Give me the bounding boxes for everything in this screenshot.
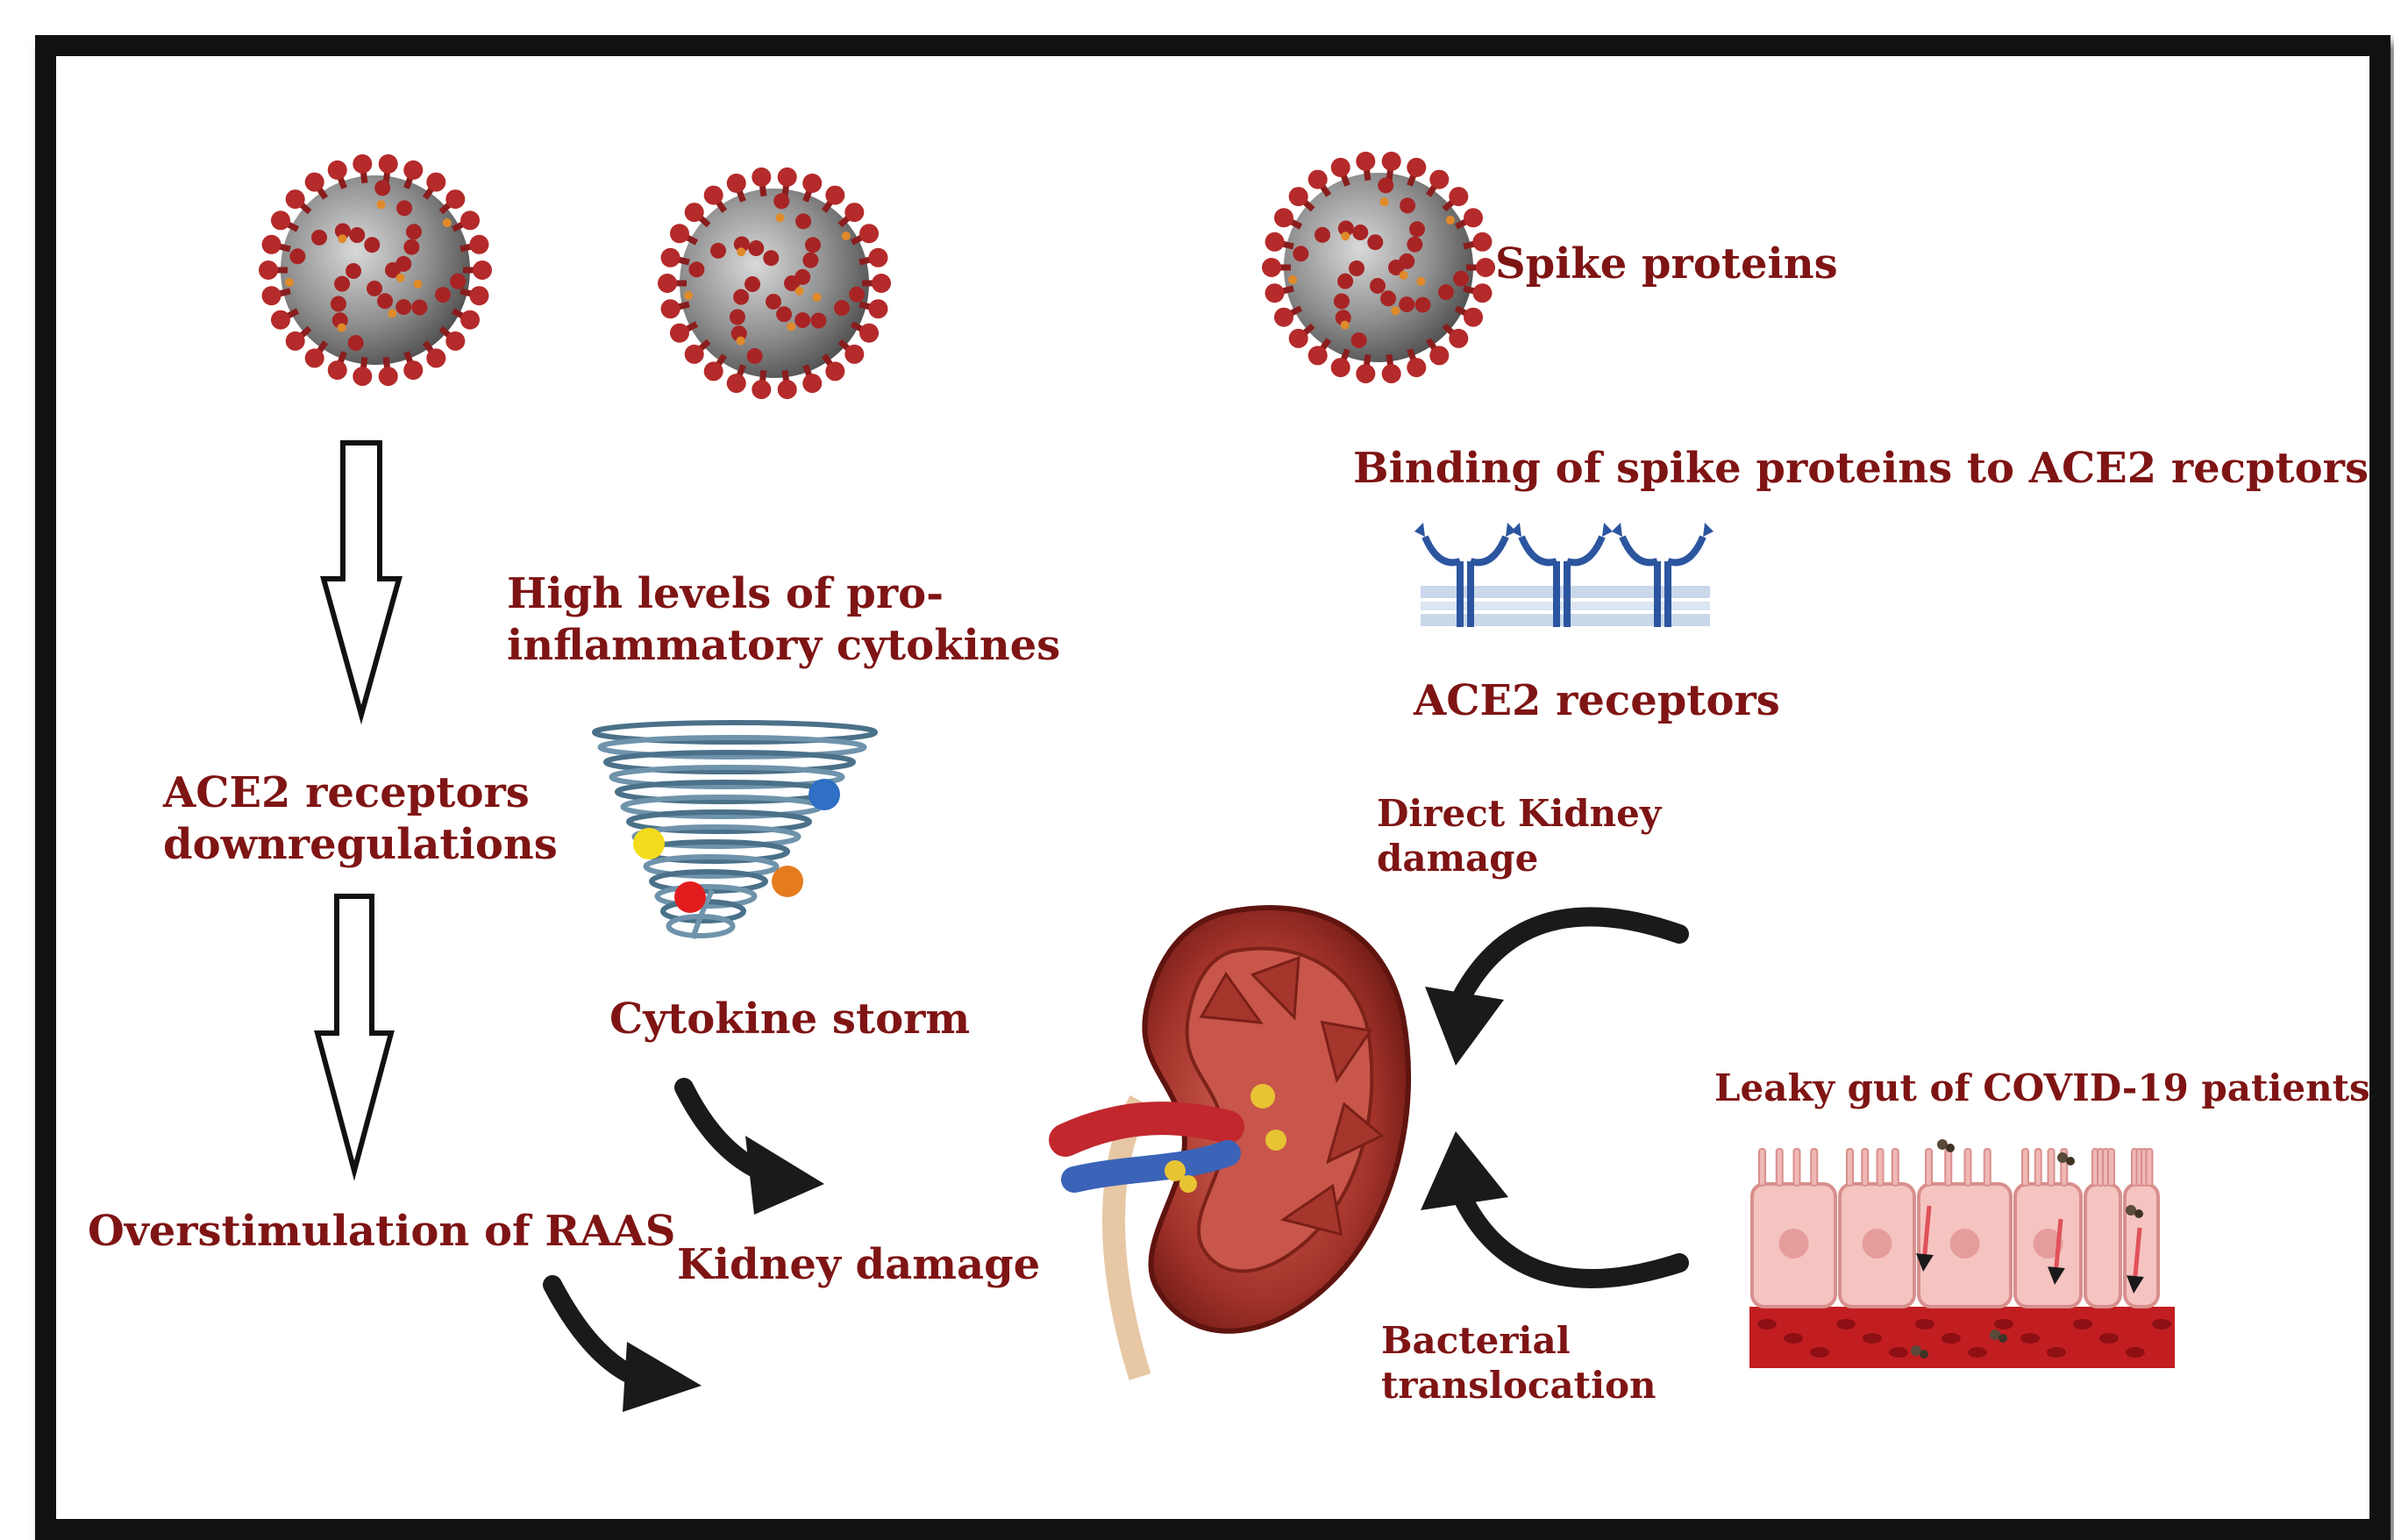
bacterial-translocation-label: Bacterial translocation — [1381, 1318, 1657, 1408]
binding-label: Binding of spike proteins to ACE2 recpto… — [1353, 444, 2369, 493]
intestinal-epithelium-icon — [1749, 1139, 2175, 1368]
coronavirus-icon — [658, 167, 891, 400]
ace2-receptor-icon — [1414, 523, 1516, 627]
epithelial-cell-icon — [1750, 1148, 1837, 1308]
kidney-icon — [1049, 905, 1412, 1380]
direct-line2: damage — [1377, 837, 1539, 881]
arrowhead-icon — [745, 1136, 824, 1215]
curved-arrow-icon — [1450, 1183, 1689, 1288]
direct-line1: Direct Kidney — [1377, 792, 1662, 835]
spike-proteins-label: Spike proteins — [1495, 239, 1838, 289]
high-levels-line1: High levels of pro- — [507, 569, 944, 618]
arrowhead-icon — [1421, 1131, 1508, 1210]
down-arrow-icon — [314, 894, 395, 1181]
ace2-receptor-icon — [1414, 523, 1714, 627]
bacterial-line2: translocation — [1381, 1364, 1657, 1408]
coronavirus-icon — [1262, 151, 1495, 384]
epithelial-cell-icon — [2084, 1148, 2122, 1308]
ace2-downregulation-label: ACE2 receptors downregulations — [163, 767, 558, 870]
ace2-receptors-label: ACE2 receptors — [1414, 676, 1780, 725]
ace2-down-line1: ACE2 receptors — [163, 768, 530, 817]
arrowhead-icon — [1425, 987, 1504, 1066]
tornado-icon — [592, 720, 878, 939]
curved-arrow-icon — [1446, 907, 1689, 1018]
overstimulation-label: Overstimulation of RAAS — [88, 1207, 676, 1256]
bacterial-line1: Bacterial — [1381, 1319, 1571, 1362]
kidney-damage-label: Kidney damage — [677, 1240, 1041, 1289]
cytokine-storm-label: Cytokine storm — [609, 995, 971, 1044]
high-levels-label: High levels of pro- inflammatory cytokin… — [507, 568, 1060, 671]
arrowhead-icon — [623, 1342, 702, 1412]
ace2-receptor-icon — [1511, 523, 1613, 627]
epithelial-cell-icon — [1838, 1148, 1916, 1308]
direct-kidney-damage-label: Direct Kidney damage — [1377, 791, 1661, 881]
coronavirus-icon — [259, 153, 492, 387]
ace2-receptor-icon — [1612, 523, 1714, 627]
high-levels-line2: inflammatory cytokines — [507, 620, 1061, 670]
leaky-gut-label: Leaky gut of COVID-19 patients — [1714, 1066, 2370, 1109]
down-arrow-icon — [320, 440, 403, 725]
epithelial-cell-icon — [1917, 1148, 2013, 1308]
epithelial-cell-icon — [2123, 1148, 2160, 1308]
epithelial-cell-icon — [2013, 1148, 2083, 1308]
ace2-down-line2: downregulations — [163, 819, 558, 869]
